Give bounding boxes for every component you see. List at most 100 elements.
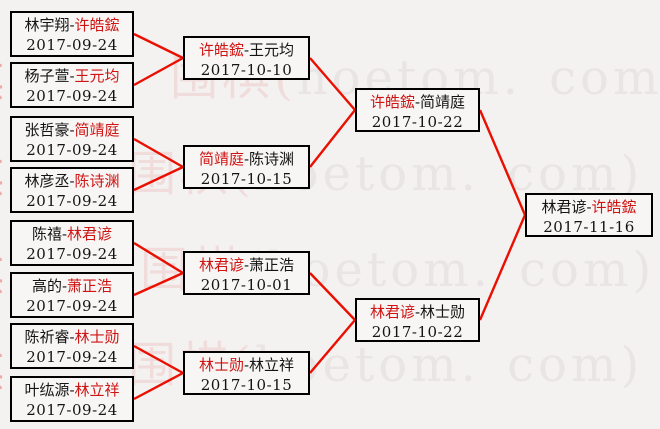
bracket-line [133, 56, 184, 87]
match-players: 陈祈睿-林士勋 [12, 327, 132, 347]
match-box-r2-2: 简靖庭-陈诗渊 2017-10-15 [183, 145, 310, 189]
match-date: 2017-09-24 [26, 141, 118, 159]
bracket-line [133, 32, 184, 60]
player-name-a: 张哲豪 [24, 121, 70, 139]
player-name-b: 许皓鋐 [591, 198, 637, 216]
player-name-b: 陈诗渊 [74, 172, 120, 190]
player-name-b: 林立祥 [249, 356, 295, 374]
name-separator: - [69, 328, 75, 346]
name-separator: - [243, 41, 250, 59]
match-date: 2017-10-15 [200, 376, 293, 394]
player-name-a: 叶纮源 [24, 381, 70, 399]
watermark-edge-fragment: 棋 [0, 44, 4, 110]
match-players: 林君谚-许皓鋐 [527, 197, 651, 217]
match-box-r1-3: 张哲豪-简靖庭 2017-09-24 [10, 116, 134, 162]
name-separator: - [243, 356, 250, 374]
bracket-line [133, 344, 184, 375]
player-name-b: 简靖庭 [74, 121, 120, 139]
name-separator: - [243, 150, 250, 168]
player-name-a: 许皓鋐 [369, 93, 415, 111]
match-date: 2017-11-16 [543, 218, 635, 236]
player-name-a: 林彦丞 [24, 172, 70, 190]
player-name-a: 简靖庭 [198, 150, 244, 168]
watermark-latin: hoetom. com) [266, 242, 656, 298]
match-players: 林宇翔-许皓鋐 [12, 15, 132, 35]
player-name-b: 萧正浩 [67, 277, 113, 295]
player-name-a: 许皓鋐 [198, 41, 244, 59]
match-box-r1-1: 林宇翔-许皓鋐 2017-09-24 [10, 11, 134, 57]
bracket-line [309, 272, 356, 321]
match-date: 2017-10-10 [200, 61, 293, 79]
match-date: 2017-09-24 [26, 348, 118, 366]
match-box-r1-2: 杨子萱-王元均 2017-09-24 [10, 62, 134, 108]
bracket-line [133, 165, 184, 192]
name-separator: - [69, 172, 75, 190]
player-name-a: 陈祈睿 [24, 328, 70, 346]
name-separator: - [69, 16, 75, 34]
player-name-b: 林士勋 [420, 303, 466, 321]
name-separator: - [69, 121, 75, 139]
match-players: 张哲豪-简靖庭 [12, 120, 132, 140]
match-players: 高的-萧正浩 [12, 276, 132, 296]
player-name-b: 林君谚 [67, 225, 113, 243]
player-name-b: 许皓鋐 [74, 16, 120, 34]
match-date: 2017-09-24 [26, 245, 118, 263]
name-separator: - [61, 277, 68, 295]
player-name-a: 陈禧 [31, 225, 62, 243]
player-name-b: 萧正浩 [249, 256, 295, 274]
player-name-a: 林宇翔 [24, 16, 70, 34]
match-players: 叶纮源-林立祥 [12, 380, 132, 400]
name-separator: - [414, 303, 421, 321]
player-name-b: 王元均 [74, 67, 120, 85]
bracket-line [133, 241, 184, 275]
match-date: 2017-09-24 [26, 87, 118, 105]
match-box-r1-7: 陈祈睿-林士勋 2017-09-24 [10, 323, 134, 369]
name-separator: - [586, 198, 592, 216]
match-box-r1-6: 高的-萧正浩 2017-09-24 [10, 272, 134, 318]
watermark-edge-fragment: 棋 [0, 334, 4, 400]
match-players: 陈禧-林君谚 [12, 224, 132, 244]
player-name-a: 林士勋 [198, 356, 244, 374]
match-box-r2-4: 林士勋-林立祥 2017-10-15 [183, 351, 310, 395]
bracket-line [478, 109, 527, 216]
match-players: 简靖庭-陈诗渊 [185, 149, 308, 169]
player-name-a: 林君谚 [369, 303, 415, 321]
player-name-b: 简靖庭 [420, 93, 466, 111]
bracket-line [478, 214, 527, 321]
bracket-line-group [133, 32, 527, 401]
match-players: 许皓鋐-王元均 [185, 40, 308, 60]
match-date: 2017-10-22 [371, 323, 464, 341]
match-players: 林君谚-萧正浩 [185, 255, 308, 275]
match-date: 2017-09-24 [26, 401, 118, 419]
match-date: 2017-10-22 [371, 113, 464, 131]
match-box-sf-2: 林君谚-林士勋 2017-10-22 [355, 298, 480, 342]
bracket-line [133, 371, 184, 401]
match-players: 杨子萱-王元均 [12, 66, 132, 86]
match-box-r1-4: 林彦丞-陈诗渊 2017-09-24 [10, 167, 134, 213]
match-players: 林彦丞-陈诗渊 [12, 171, 132, 191]
name-separator: - [61, 225, 68, 243]
match-players: 林士勋-林立祥 [185, 355, 308, 375]
name-separator: - [69, 381, 75, 399]
match-date: 2017-10-01 [200, 276, 293, 294]
match-box-r2-1: 许皓鋐-王元均 2017-10-10 [183, 36, 310, 80]
player-name-a: 林君谚 [198, 256, 244, 274]
match-box-sf-1: 许皓鋐-简靖庭 2017-10-22 [355, 88, 480, 132]
match-box-r2-3: 林君谚-萧正浩 2017-10-01 [183, 251, 310, 295]
watermark-latin: hoetom. com) [254, 337, 644, 393]
player-name-a: 林君谚 [541, 198, 587, 216]
name-separator: - [414, 93, 421, 111]
watermark-edge-fragment: 棋 [0, 140, 4, 206]
watermark-edge-fragment: 棋 [0, 238, 4, 304]
bracket-line [309, 109, 356, 168]
match-date: 2017-10-15 [200, 170, 293, 188]
player-name-b: 陈诗渊 [249, 150, 295, 168]
bracket-line [309, 319, 356, 374]
player-name-a: 高的 [31, 277, 62, 295]
player-name-b: 林士勋 [74, 328, 120, 346]
match-date: 2017-09-24 [26, 36, 118, 54]
match-date: 2017-09-24 [26, 297, 118, 315]
name-separator: - [69, 67, 75, 85]
